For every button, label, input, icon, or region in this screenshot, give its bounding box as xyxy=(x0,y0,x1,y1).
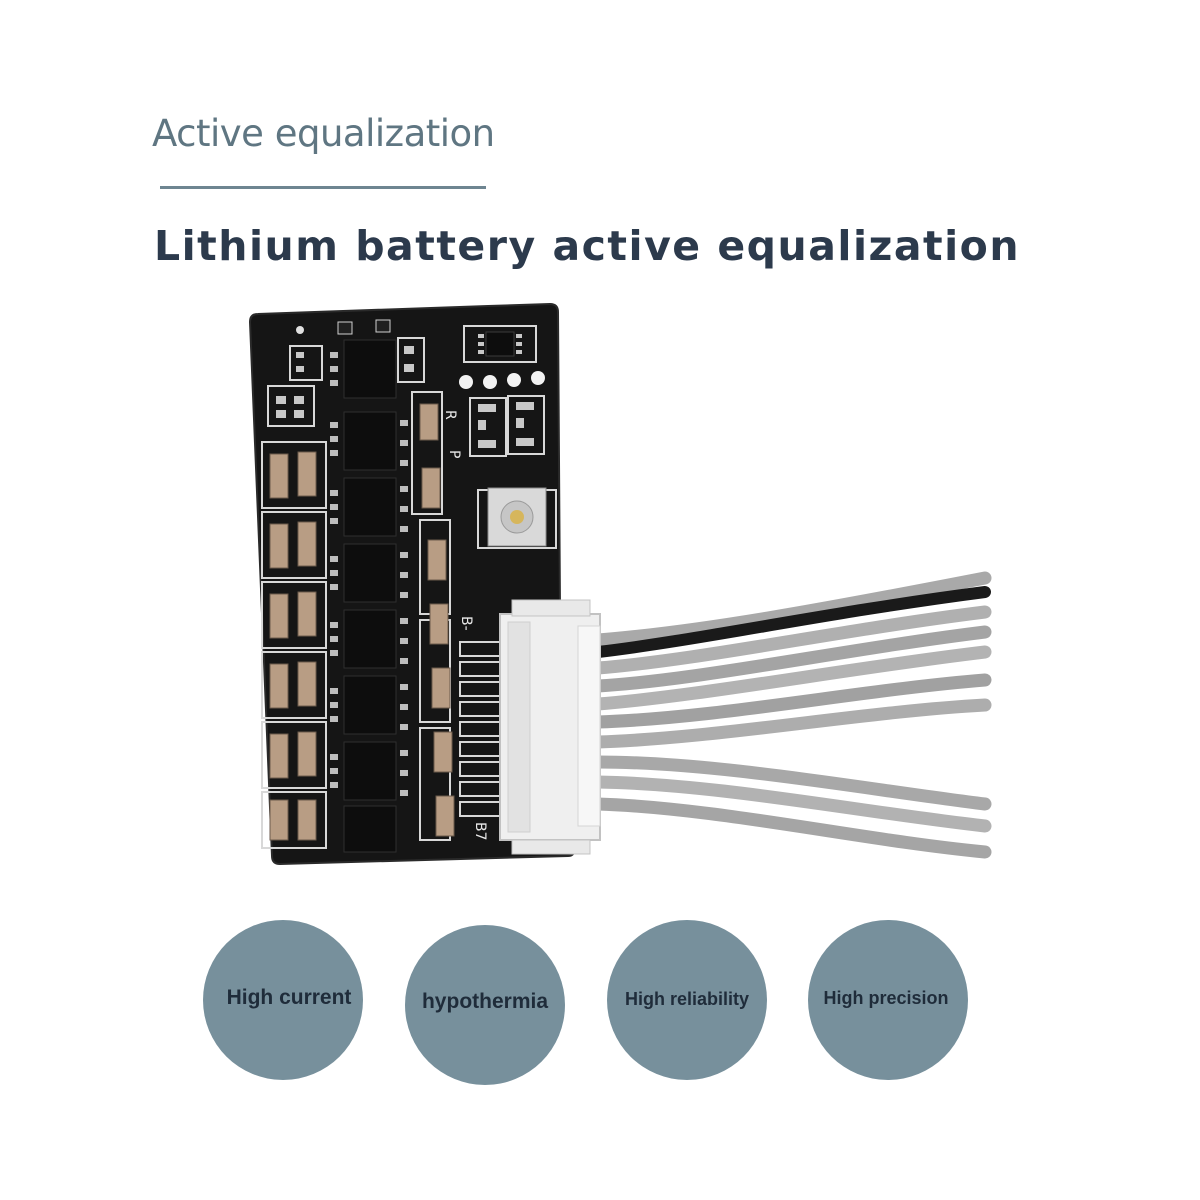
feature-label: High precision xyxy=(823,987,949,1008)
capacitor-array xyxy=(261,441,327,849)
product-photo: R P B- B7 xyxy=(248,302,992,866)
feature-badge-high-precision: High precision xyxy=(808,920,968,1080)
wire-bundle xyxy=(591,571,992,859)
test-pads xyxy=(459,371,545,389)
feature-badge-high-current: High current xyxy=(203,920,363,1080)
feature-label: High current xyxy=(226,985,352,1009)
headline: Lithium battery active equalization xyxy=(154,222,1021,270)
feature-badge-high-reliability: High reliability xyxy=(607,920,767,1080)
tactile-button xyxy=(477,487,557,549)
pcb-board: R P B- B7 xyxy=(248,302,575,866)
silkscreen-r: R xyxy=(442,410,458,420)
title-underline xyxy=(160,186,486,189)
feature-label: High reliability xyxy=(624,988,750,1009)
right-capacitors xyxy=(419,403,455,837)
section-title: Active equalization xyxy=(152,112,495,155)
wire-connector xyxy=(499,599,601,855)
silkscreen-b7: B7 xyxy=(472,822,488,841)
silkscreen-b-minus: B- xyxy=(458,616,474,631)
ic-column xyxy=(330,339,408,853)
feature-label: hypothermia xyxy=(421,990,549,1013)
top-right-ic xyxy=(463,325,537,363)
silkscreen-p: P xyxy=(446,450,462,458)
feature-badge-hypothermia: hypothermia xyxy=(405,925,565,1085)
feature-badges: High current hypothermia High reliabilit… xyxy=(0,920,1200,1090)
